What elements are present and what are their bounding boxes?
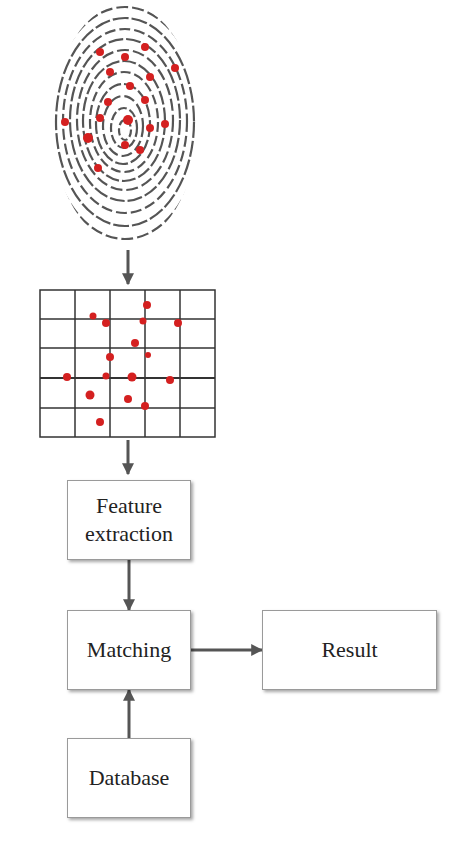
node-label: Feature extraction <box>76 492 182 548</box>
node-label: Database <box>89 764 170 792</box>
database-box: Database <box>67 738 191 818</box>
node-label: Matching <box>87 636 171 664</box>
result-box: Result <box>262 610 437 690</box>
node-label: Result <box>321 636 377 664</box>
flow-arrow <box>127 250 130 284</box>
flow-arrow <box>128 560 131 610</box>
process-box: Matching <box>67 610 191 690</box>
fingerprint <box>49 7 201 239</box>
flow-arrow <box>127 440 130 474</box>
grid <box>40 290 215 437</box>
minutiae-points <box>61 43 179 172</box>
flow-arrow <box>128 690 131 738</box>
grid-points <box>63 301 182 426</box>
flow-arrow <box>191 649 262 652</box>
process-box: Feature extraction <box>67 480 191 560</box>
